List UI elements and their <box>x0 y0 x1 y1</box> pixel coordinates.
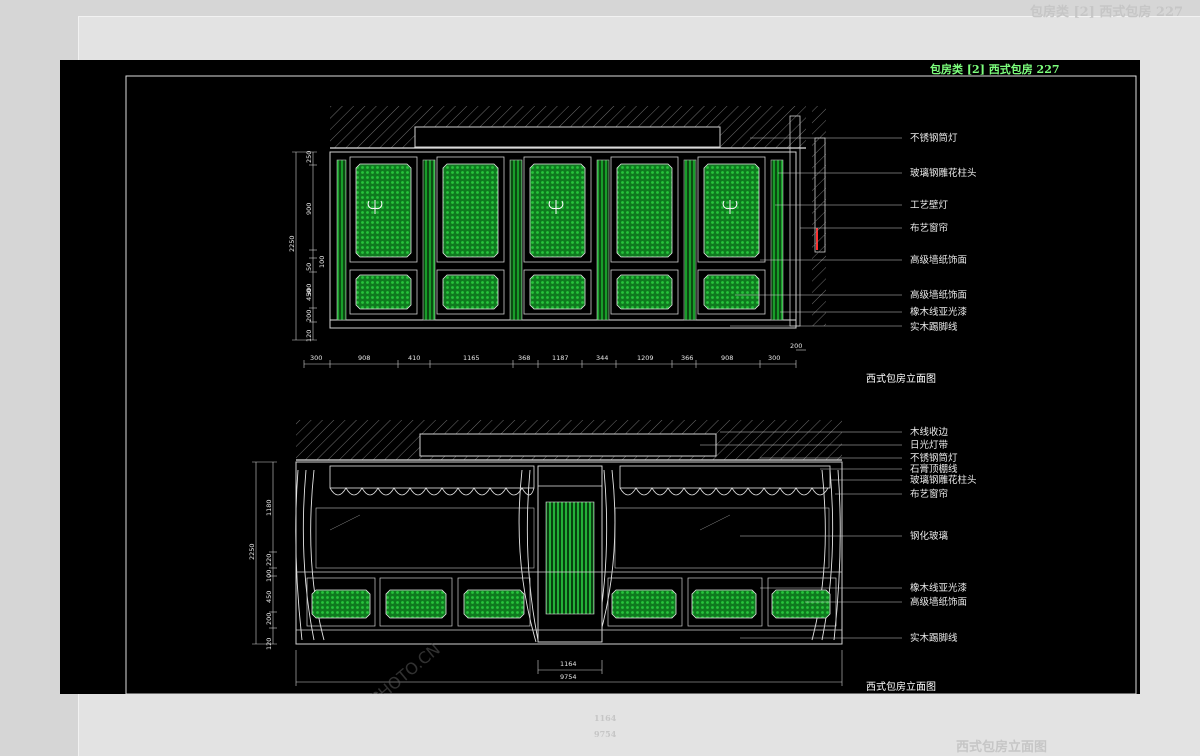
lower-vdim-4: 450 <box>265 591 273 603</box>
lower-curtains <box>295 469 841 643</box>
lower-leaders <box>700 431 902 639</box>
lower-label-9: 高级墙纸饰面 <box>910 596 967 608</box>
upper-dim-5: 368 <box>518 354 530 362</box>
upper-vdim-total: 2250 <box>288 235 296 252</box>
upper-label-7: 橡木线亚光漆 <box>910 306 968 318</box>
lower-label-2: 日光灯带 <box>910 439 949 451</box>
upper-dim-9: 366 <box>681 354 693 362</box>
upper-label-8: 实木踢脚线 <box>910 321 958 333</box>
upper-dim-1: 300 <box>310 354 322 362</box>
upper-dim-2: 908 <box>358 354 370 362</box>
lower-vdim-1: 1180 <box>265 499 273 516</box>
upper-vdim-2: 900 <box>305 203 313 215</box>
upper-vdim-1: 250 <box>305 151 313 163</box>
background-caption: 西式包房立面图 <box>956 740 1048 755</box>
lower-label-1: 木线收边 <box>910 426 949 438</box>
lower-valances <box>329 465 831 496</box>
lower-vdim-2: 220 <box>265 554 273 566</box>
lower-material-labels: 木线收边 日光灯带 不锈钢筒灯 石膏顶棚线 玻璃钢雕花柱头 布艺窗帘 钢化玻璃 … <box>910 426 977 644</box>
lower-vdim-total: 2250 <box>248 543 256 560</box>
background-header: 包房类 [2] 西式包房 227 <box>1030 5 1184 20</box>
background-dim-1: 1164 <box>594 713 617 723</box>
upper-vertical-dims: 2250 250 900 50 100 300 450 200 120 <box>288 151 326 342</box>
upper-wall-sconces <box>367 200 738 214</box>
cad-canvas: 包房类 [2] 西式包房 227 <box>60 60 1140 694</box>
sheet-header: 包房类 [2] 西式包房 227 <box>929 62 1060 76</box>
lower-vdim-5: 200 <box>265 613 273 625</box>
upper-dim-6: 1187 <box>552 354 569 362</box>
lower-vertical-dims: 2250 1180 220 100 450 200 120 <box>248 499 273 650</box>
cad-drawing: 包房类 [2] 西式包房 227 <box>125 62 1137 694</box>
upper-leaders <box>730 137 902 327</box>
background-dim-2: 9754 <box>594 729 617 739</box>
upper-vdim-6: 450 <box>305 289 313 301</box>
upper-dim-10: 908 <box>721 354 733 362</box>
watermark-text: PHOTOPHOTO.CN <box>324 640 444 694</box>
upper-label-3: 工艺壁灯 <box>910 199 949 211</box>
upper-dim-lines <box>292 151 806 368</box>
lower-tempered-glass <box>315 507 830 569</box>
lower-horizontal-dims: 1164 9754 <box>560 660 577 681</box>
upper-dim-3: 410 <box>408 354 420 362</box>
lower-wainscot-panels <box>306 577 837 627</box>
lower-label-6: 布艺窗帘 <box>910 488 948 500</box>
upper-dim-11: 300 <box>768 354 780 362</box>
upper-vdim-7: 200 <box>305 310 313 322</box>
sheet-border <box>125 75 1137 694</box>
lower-label-5: 玻璃钢雕花柱头 <box>910 474 977 486</box>
lower-vdim-3: 100 <box>265 570 273 582</box>
lower-label-3: 不锈钢筒灯 <box>910 452 958 464</box>
upper-label-2: 玻璃钢雕花柱头 <box>910 167 977 179</box>
upper-dim-7: 344 <box>596 354 608 362</box>
upper-label-5: 高级墙纸饰面 <box>910 254 967 266</box>
upper-vdim-4: 100 <box>318 256 326 268</box>
lower-elevation: 木线收边 日光灯带 不锈钢筒灯 石膏顶棚线 玻璃钢雕花柱头 布艺窗帘 钢化玻璃 … <box>248 420 977 693</box>
lower-label-8: 橡木线亚光漆 <box>910 582 968 594</box>
lower-dim-2: 9754 <box>560 673 577 681</box>
lower-label-4: 石膏顶棚线 <box>910 463 958 475</box>
upper-dim-4: 1165 <box>463 354 480 362</box>
lower-dim-lines <box>252 461 843 686</box>
lower-center-column <box>537 465 603 643</box>
upper-vdim-8: 120 <box>305 330 313 342</box>
upper-vdim-3: 50 <box>305 263 313 271</box>
upper-material-labels: 不锈钢筒灯 玻璃钢雕花柱头 工艺壁灯 布艺窗帘 高级墙纸饰面 高级墙纸饰面 橡木… <box>910 132 977 333</box>
lower-caption: 西式包房立面图 <box>866 680 936 693</box>
upper-ceiling-cove <box>414 126 721 148</box>
lower-ceiling-cove <box>419 433 717 457</box>
upper-label-6: 高级墙纸饰面 <box>910 289 967 301</box>
upper-caption: 西式包房立面图 <box>866 372 936 385</box>
upper-dim-overall-right: 200 <box>790 342 802 350</box>
lower-label-7: 钢化玻璃 <box>910 530 948 542</box>
upper-label-4: 布艺窗帘 <box>910 222 948 234</box>
lower-label-10: 实木踢脚线 <box>910 632 958 644</box>
upper-dim-8: 1209 <box>637 354 654 362</box>
upper-panels <box>349 156 766 315</box>
upper-pilasters <box>336 159 784 321</box>
upper-label-1: 不锈钢筒灯 <box>910 132 958 144</box>
lower-dim-1: 1164 <box>560 660 577 668</box>
upper-elevation: 不锈钢筒灯 玻璃钢雕花柱头 工艺壁灯 布艺窗帘 高级墙纸饰面 高级墙纸饰面 橡木… <box>288 106 977 385</box>
lower-vdim-6: 120 <box>265 638 273 650</box>
upper-vdim-5: 300 <box>305 284 313 296</box>
upper-horizontal-dims: 300 908 410 1165 368 1187 344 1209 366 9… <box>310 342 802 362</box>
